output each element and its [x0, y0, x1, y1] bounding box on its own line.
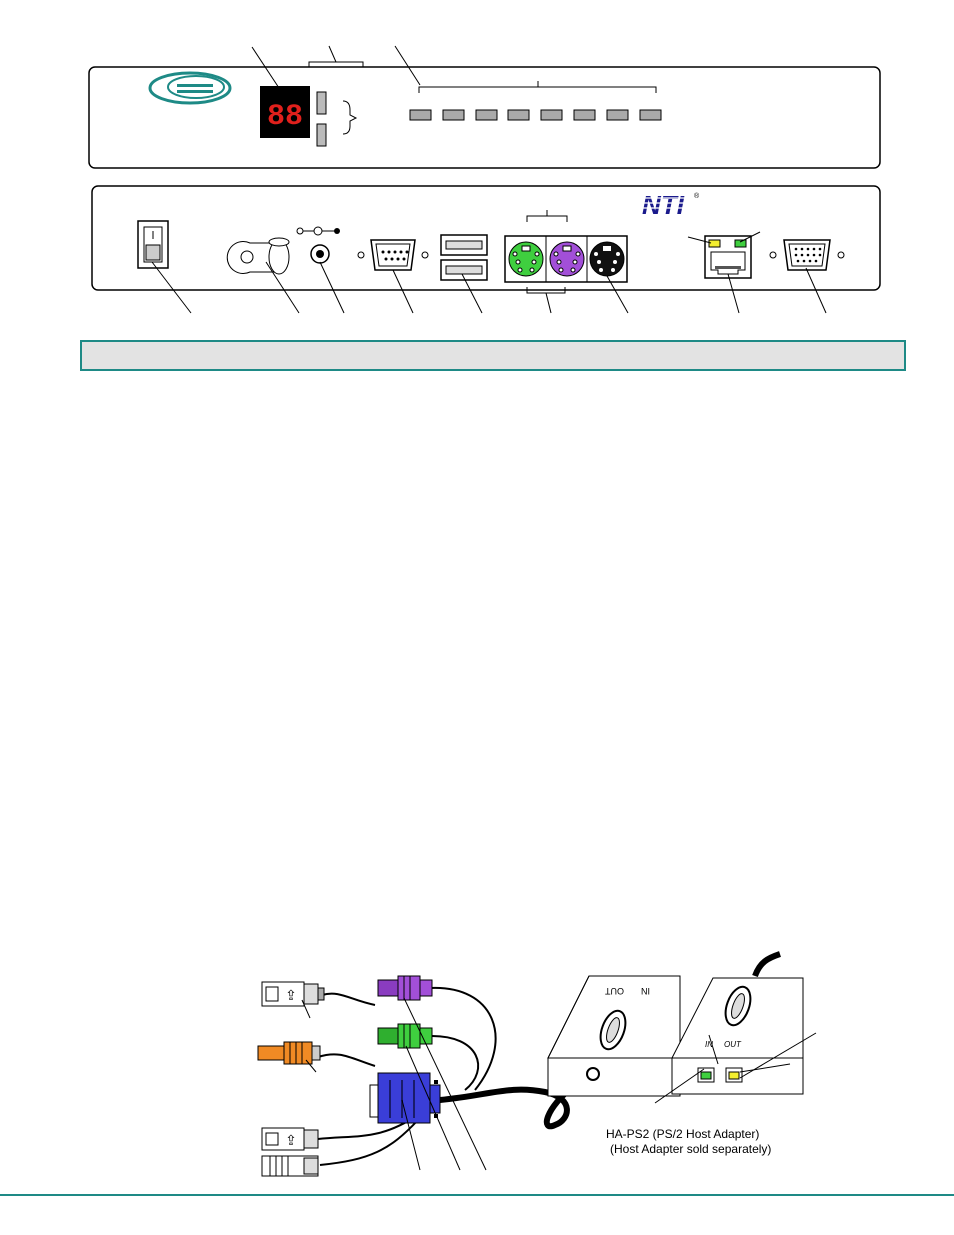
port-button-6[interactable]: [573, 109, 596, 121]
svg-text:NTI: NTI: [642, 190, 685, 220]
svg-text:®: ®: [694, 192, 700, 200]
port-button-8[interactable]: [639, 109, 662, 121]
usb-plug-1: ⇪: [261, 981, 325, 1007]
port-button-4[interactable]: [507, 109, 530, 121]
led-digits: 88: [267, 100, 303, 134]
led-display: [260, 86, 310, 138]
power-jack: [296, 226, 340, 264]
port-button-2[interactable]: [442, 109, 465, 121]
host-adapter-box-2: IN OUT: [654, 951, 817, 1104]
vga-port-db15: [769, 239, 845, 271]
serial-port-db9: [357, 239, 429, 271]
usb-symbol-icon-2: ⇪: [285, 1132, 297, 1148]
port-button-1[interactable]: [409, 109, 432, 121]
ps2-mouse-port-purple: [549, 241, 585, 277]
button-bracket: [342, 100, 358, 135]
usb-symbol-icon: ⇪: [285, 987, 297, 1003]
caption-line-2: (Host Adapter sold separately): [610, 1142, 772, 1156]
cable-adapter-diagram: ⇪ ⇪: [257, 951, 817, 1177]
vga-plug-blue: [369, 1072, 441, 1124]
front-logo-icon: [148, 71, 232, 105]
port-button-3[interactable]: [475, 109, 498, 121]
ground-lug-icon: [226, 237, 290, 275]
usb-ports: [440, 234, 488, 281]
rear-callouts: [151, 231, 827, 314]
port-select-buttons: [409, 109, 662, 121]
rj45-plug: [261, 1155, 319, 1177]
ps2-top-bracket: [526, 210, 568, 222]
callout-top: [328, 45, 337, 63]
port-buttons-bracket: [418, 81, 657, 93]
rj45-port: [704, 235, 752, 279]
cable-callouts: [301, 997, 487, 1171]
svg-text:OUT: OUT: [605, 986, 625, 996]
ps2-plug-green: [377, 1023, 433, 1049]
host-adapter-box-1: OUT IN: [547, 975, 681, 1097]
callout-led: [251, 46, 280, 89]
footer-rule: [0, 1194, 954, 1196]
display-down-button[interactable]: [316, 123, 327, 147]
port-button-7[interactable]: [606, 109, 629, 121]
svg-text:IN: IN: [705, 1040, 713, 1049]
panel-diagram: 88: [88, 45, 881, 314]
svg-text:OUT: OUT: [724, 1040, 742, 1049]
adapter-caption: HA-PS2 (PS/2 Host Adapter) (Host Adapter…: [606, 1127, 771, 1157]
ps2-plug-purple: [377, 975, 433, 1001]
section-header-bar: [80, 340, 906, 371]
port-button-5[interactable]: [540, 109, 563, 121]
ps2-keyboard-port-green: [508, 241, 544, 277]
nti-logo: NTI ®: [636, 190, 700, 220]
usb-plug-2: ⇪: [261, 1127, 319, 1151]
display-up-button[interactable]: [316, 91, 327, 115]
power-switch[interactable]: [137, 220, 169, 269]
caption-line-1: HA-PS2 (PS/2 Host Adapter): [606, 1127, 760, 1141]
orange-connector: [257, 1041, 321, 1065]
svg-text:IN: IN: [641, 986, 650, 996]
callout-buttons: [394, 45, 421, 86]
ps2-port-black: [589, 241, 625, 277]
